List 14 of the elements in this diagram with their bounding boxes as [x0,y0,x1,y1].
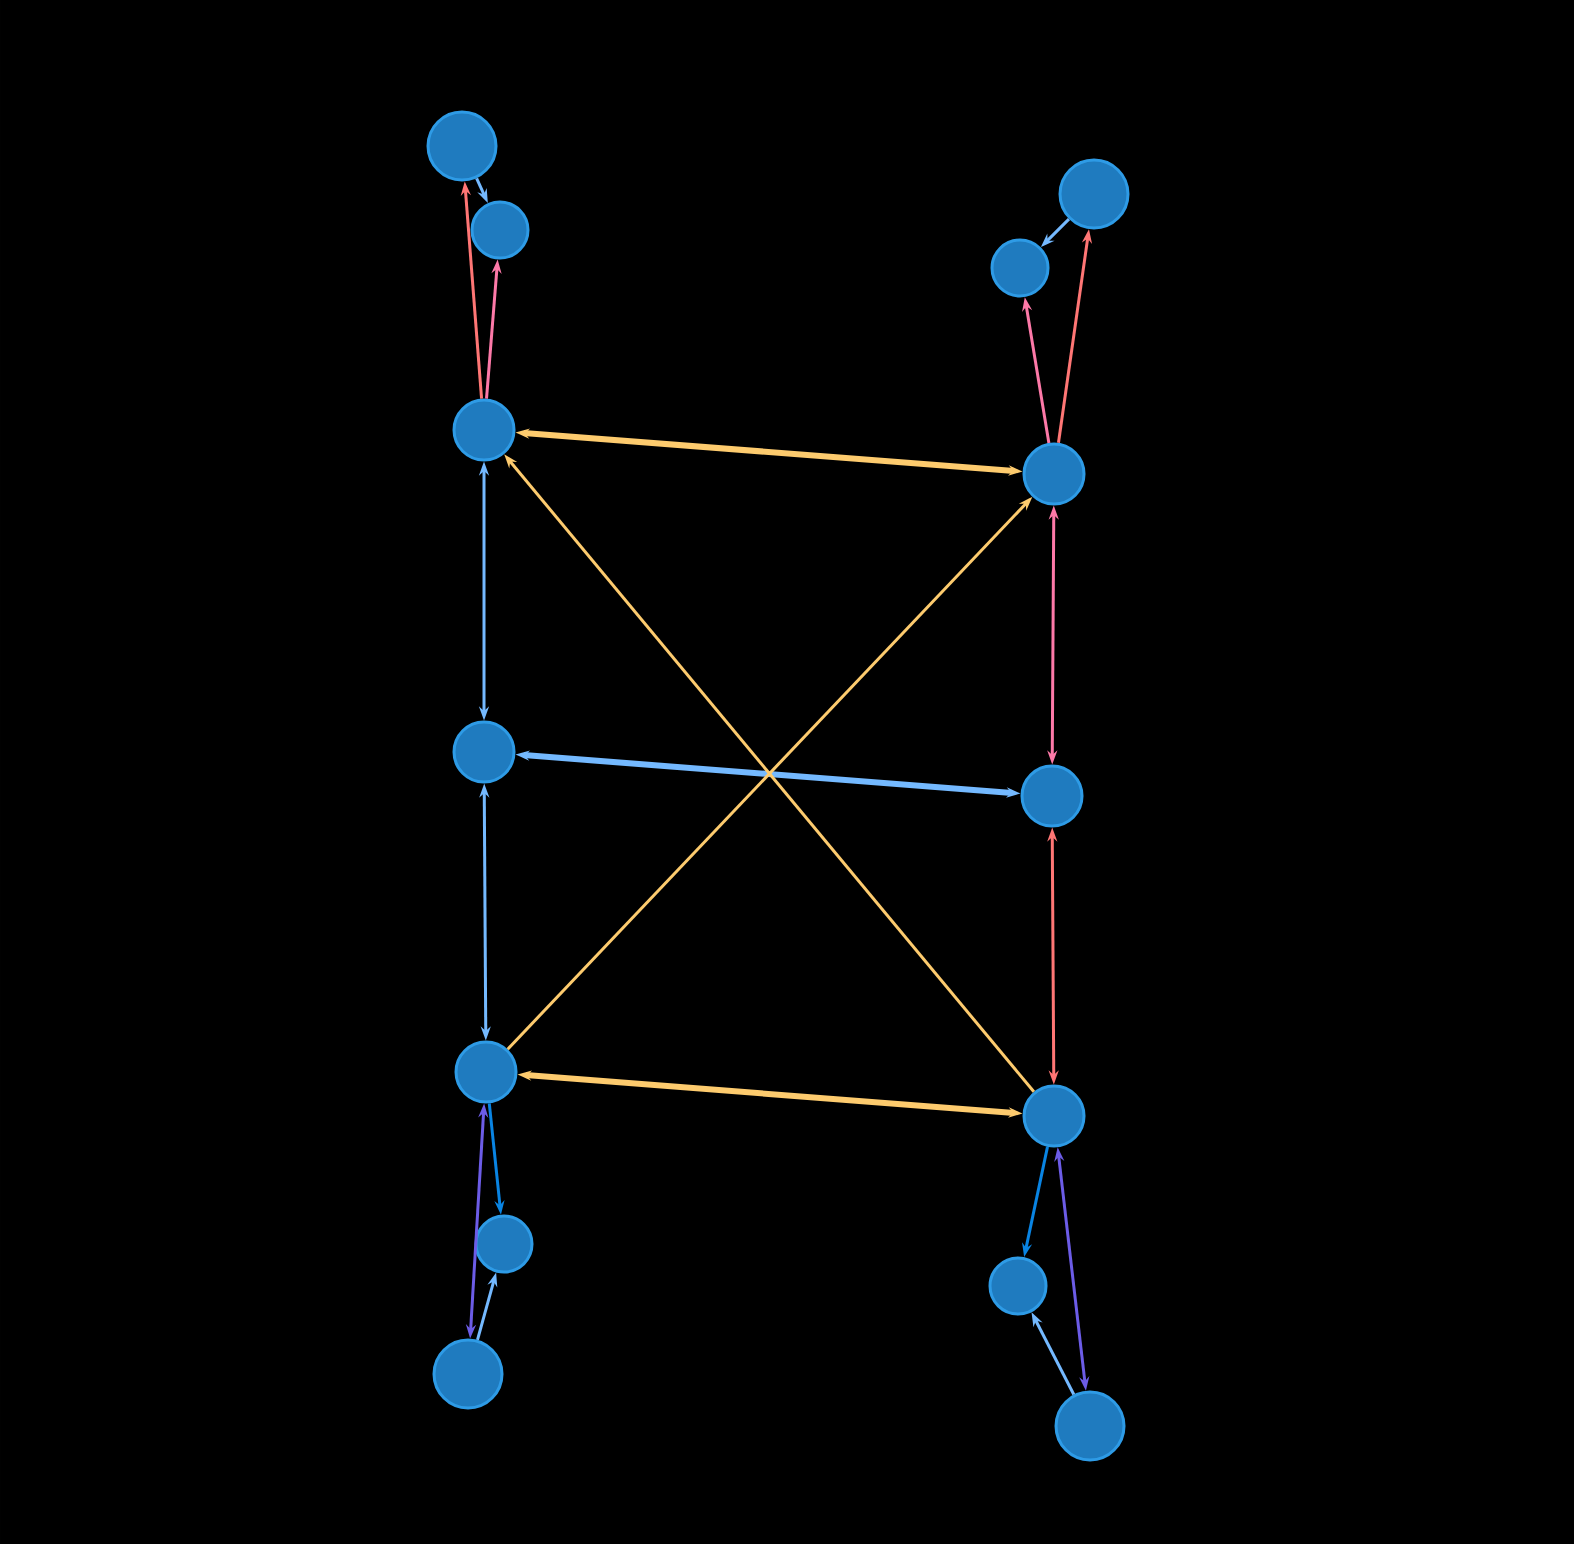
node-circle [1022,442,1086,506]
node-circle [1058,158,1130,230]
node-circle [1054,1390,1126,1462]
node-circle [432,1338,504,1410]
node-circle [454,1040,518,1104]
node-circle [1020,764,1084,828]
node-circle [990,238,1050,298]
node-circle [426,110,498,182]
node-circle [452,720,516,784]
node-circle [452,398,516,462]
node-circle [988,1256,1048,1316]
node-circle [474,1214,534,1274]
node-circle [470,200,530,260]
node-circle [1022,1084,1086,1148]
